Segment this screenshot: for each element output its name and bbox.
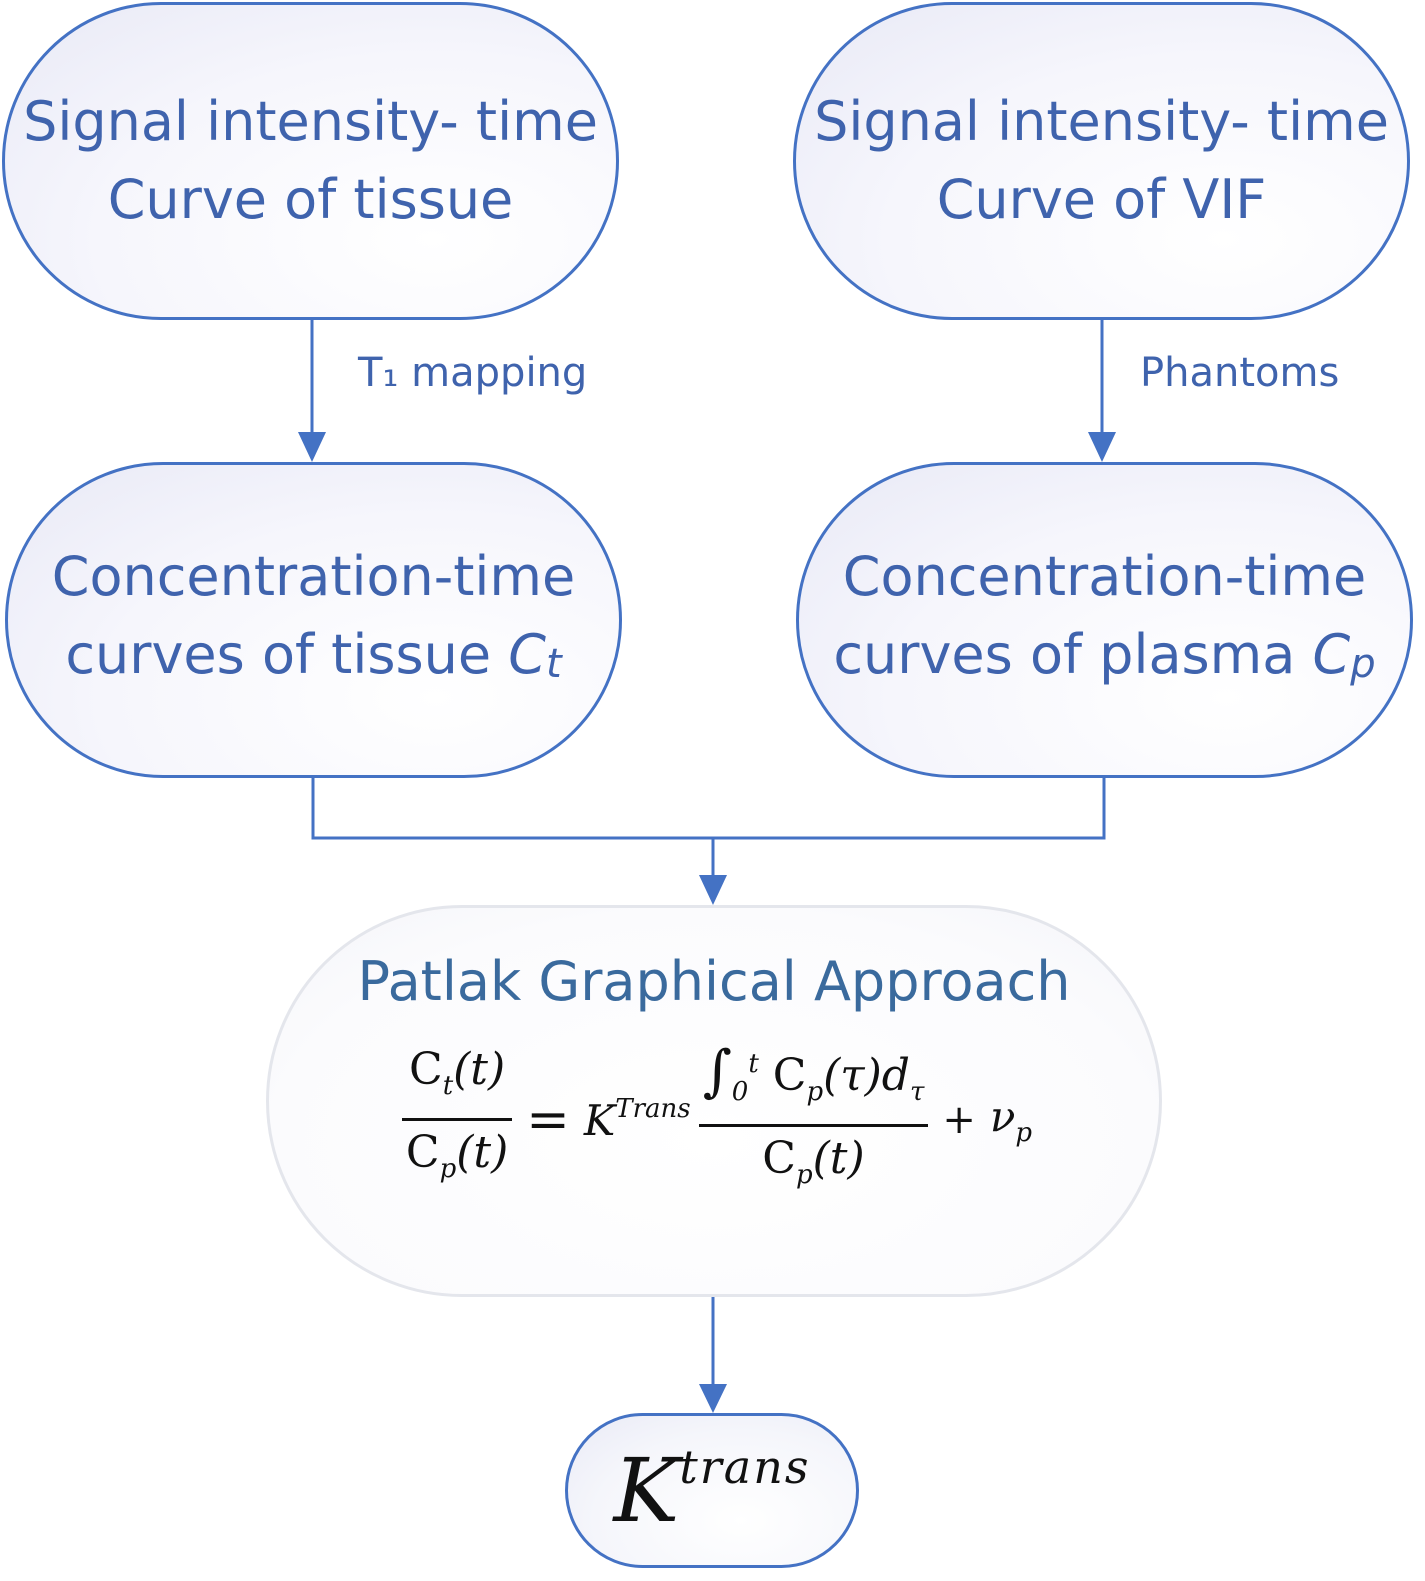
conc-tissue-line2: curves of tissue Ct — [65, 616, 561, 703]
signal-tissue-line1: Signal intensity- time — [23, 90, 598, 153]
conc-tissue-var: C — [508, 622, 546, 686]
rhs-denominator: Cp(t) — [758, 1131, 868, 1203]
plus-sign: + — [942, 1096, 976, 1143]
t1-mapping-label: T₁ mapping — [358, 350, 588, 396]
rhs-fraction: ∫0t Cp(τ)dτ Cp(t) — [698, 1036, 929, 1203]
v-p-term: νp — [990, 1092, 1032, 1148]
conc-plasma-line1: Concentration-time — [842, 544, 1367, 608]
ktrans-label: Ktrans — [614, 1439, 811, 1542]
conc-plasma-line2: curves of plasma Cp — [833, 616, 1375, 703]
rhs-num-sub: p — [806, 1077, 824, 1107]
conc-plasma-line2-text: curves of plasma — [833, 622, 1313, 686]
arrowhead-tissue — [298, 432, 326, 462]
equals-sign: = — [526, 1089, 570, 1150]
rhs-numerator: ∫0t Cp(τ)dτ — [699, 1036, 929, 1120]
k-sup: Trans — [615, 1094, 691, 1124]
integral-sign: ∫ — [702, 1039, 732, 1104]
patlak-equation: Ct(t) Cp(t) = KTrans ∫0t Cp(τ)dτ Cp(t) +… — [401, 1036, 1032, 1203]
rhs-num-d: d — [881, 1050, 910, 1101]
integral-lower: 0 — [731, 1077, 749, 1107]
arrowhead-vif — [1088, 432, 1116, 462]
arrowhead-patlak — [699, 875, 727, 905]
rhs-num-d-sub: τ — [909, 1077, 925, 1107]
ktrans-sup: trans — [679, 1440, 811, 1494]
lhs-den-c: C — [405, 1127, 440, 1178]
conc-plasma-var: C — [1312, 622, 1351, 686]
signal-vif-line2: Curve of VIF — [936, 168, 1267, 231]
rhs-num-arg: (τ) — [823, 1050, 882, 1101]
rhs-den-sub: p — [795, 1160, 813, 1190]
signal-tissue-node: Signal intensity- time Curve of tissue — [2, 2, 619, 320]
lhs-den-sub: p — [439, 1154, 457, 1184]
conc-tissue-line1: Concentration-time — [51, 544, 576, 608]
ktrans-node: Ktrans — [565, 1413, 859, 1568]
rhs-fraction-bar — [698, 1124, 929, 1127]
conc-plasma-sub: p — [1350, 640, 1376, 687]
k-trans-symbol: KTrans — [584, 1094, 691, 1145]
rhs-den-arg: (t) — [812, 1133, 865, 1184]
integral-upper: t — [748, 1049, 759, 1079]
patlak-node: Patlak Graphical Approach Ct(t) Cp(t) = … — [266, 905, 1162, 1297]
arrowhead-ktrans — [699, 1384, 727, 1413]
merge-connector — [311, 778, 1106, 840]
conc-tissue-line2-text: curves of tissue — [65, 622, 509, 686]
ktrans-base: K — [613, 1439, 680, 1542]
v-base: ν — [989, 1091, 1016, 1141]
lhs-num-arg: (t) — [453, 1044, 506, 1095]
lhs-num-sub: t — [442, 1071, 454, 1101]
signal-vif-line1: Signal intensity- time — [814, 90, 1389, 153]
rhs-den-c: C — [762, 1133, 796, 1184]
conc-tissue-sub: t — [545, 640, 562, 687]
concentration-tissue-node: Concentration-time curves of tissue Ct — [5, 462, 622, 778]
lhs-fraction-bar — [401, 1118, 513, 1121]
v-sub: p — [1015, 1117, 1033, 1148]
lhs-num-c: C — [409, 1044, 443, 1095]
concentration-plasma-node: Concentration-time curves of plasma Cp — [796, 462, 1413, 778]
rhs-num-c: C — [772, 1050, 807, 1101]
lhs-denominator: Cp(t) — [402, 1125, 512, 1197]
k-base: K — [583, 1096, 616, 1145]
patlak-title: Patlak Graphical Approach — [357, 950, 1071, 1013]
lhs-den-arg: (t) — [456, 1127, 509, 1178]
signal-tissue-line2: Curve of tissue — [107, 168, 514, 231]
lhs-fraction: Ct(t) Cp(t) — [401, 1042, 513, 1197]
signal-vif-node: Signal intensity- time Curve of VIF — [793, 2, 1410, 320]
lhs-numerator: Ct(t) — [405, 1042, 509, 1114]
phantoms-label: Phantoms — [1140, 350, 1340, 396]
